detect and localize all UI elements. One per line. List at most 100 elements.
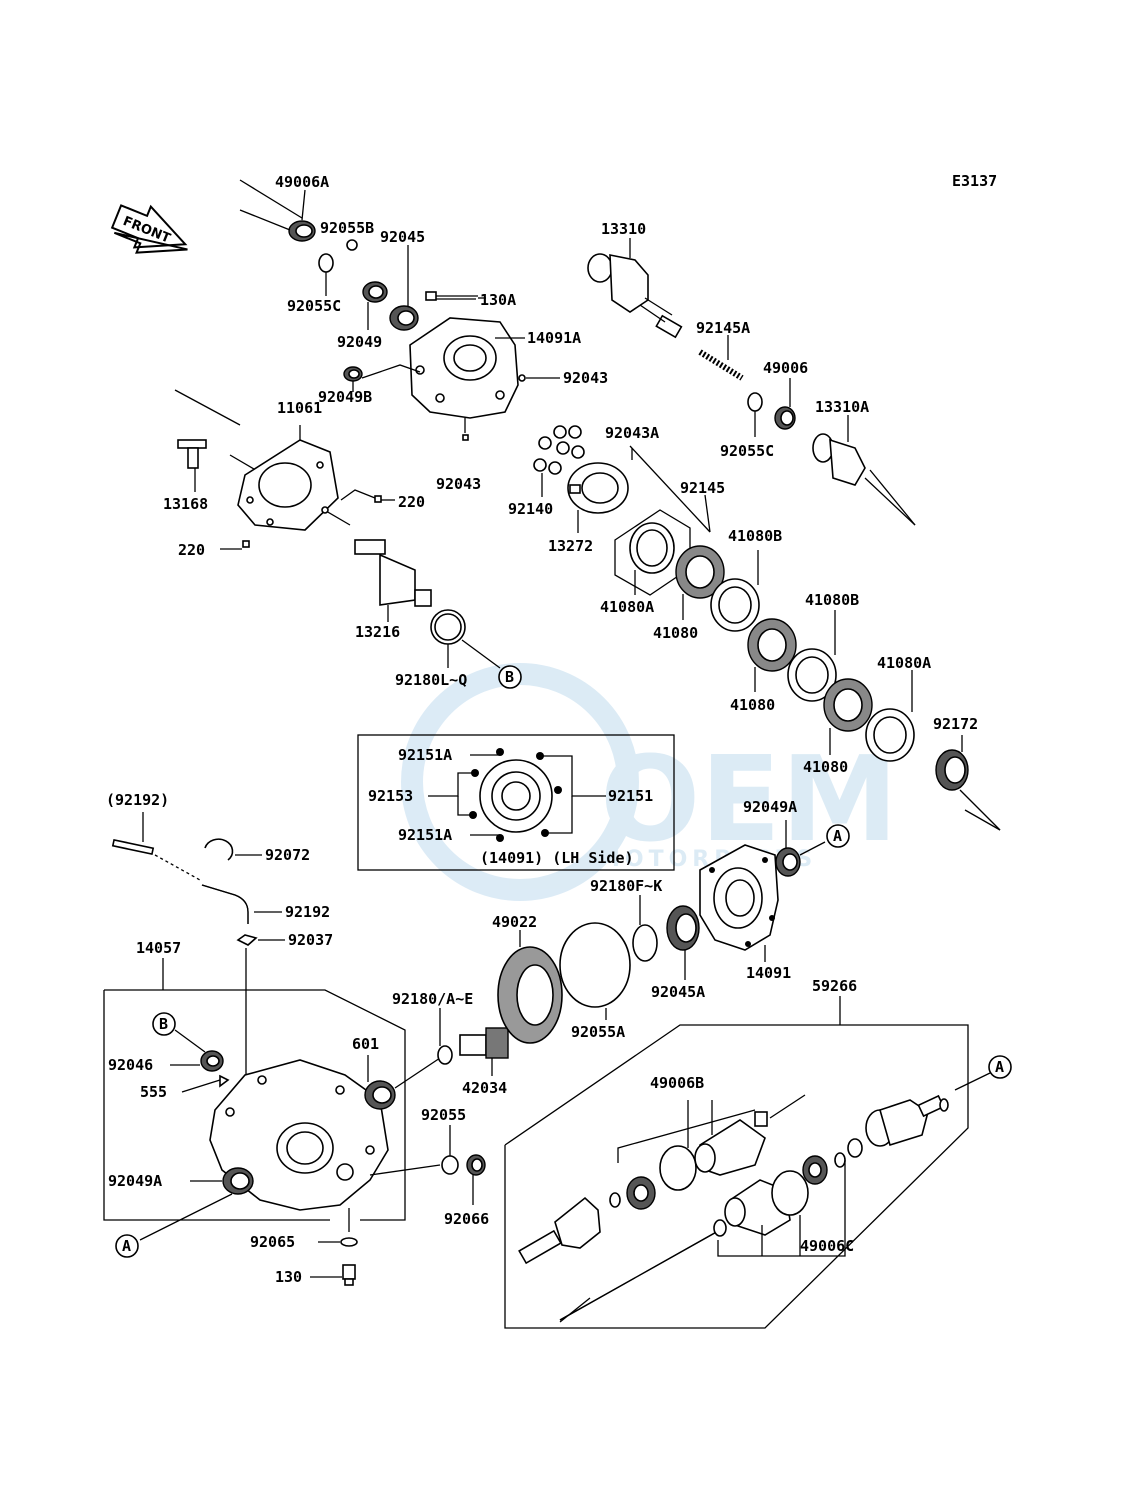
ref-mark-A-left: A <box>115 1234 139 1258</box>
label-92049B: 92049B <box>318 388 372 406</box>
label-220-right: 220 <box>398 493 425 511</box>
label-92072: 92072 <box>265 846 310 864</box>
pin-555 <box>219 1074 230 1088</box>
label-220-left: 220 <box>178 541 205 559</box>
label-13272: 13272 <box>548 537 593 555</box>
seal-92049B <box>343 366 363 382</box>
dowel-92043-bottom <box>462 434 469 441</box>
seal-92049A-right <box>775 847 801 877</box>
label-13310: 13310 <box>601 220 646 238</box>
dowel-220-left <box>242 540 250 548</box>
spring-92145A <box>698 349 744 381</box>
bearing-92045A <box>666 905 700 951</box>
label-92049A-right: 92049A <box>743 798 797 816</box>
lh-side-caption: (14091) (LH Side) <box>480 849 634 867</box>
label-92172: 92172 <box>933 715 978 733</box>
watermark-brand: OEM <box>600 730 898 868</box>
plate-41080A-2 <box>865 708 915 762</box>
svg-text:B: B <box>505 668 514 686</box>
ringgear-49022 <box>497 946 563 1044</box>
shim-92180AE <box>437 1045 453 1065</box>
label-49006A: 49006A <box>275 173 329 191</box>
label-92151A-bottom: 92151A <box>398 826 452 844</box>
band-49006B-2 <box>754 1111 768 1127</box>
cvjoint-inner <box>865 1094 945 1147</box>
shaft-13168 <box>177 439 207 469</box>
group-box-14057 <box>104 989 406 1221</box>
label-92055B: 92055B <box>320 219 374 237</box>
balls-92140 <box>533 425 585 475</box>
bearing-92045 <box>389 305 419 331</box>
disc-41080-2 <box>747 618 797 672</box>
label-92180FK: 92180F~K <box>590 877 662 895</box>
label-49006: 49006 <box>763 359 808 377</box>
seal-92172 <box>935 749 969 791</box>
label-92043A: 92043A <box>605 424 659 442</box>
clamp-92037 <box>236 934 258 946</box>
label-49006C: 49006C <box>800 1237 854 1255</box>
cage-bearing <box>626 1176 656 1210</box>
label-92151A-top: 92151A <box>398 746 452 764</box>
oring-92055A <box>559 922 631 1008</box>
label-11061: 11061 <box>277 399 322 417</box>
ref-mark-B-top: B <box>498 665 522 689</box>
band-49006B-1 <box>659 1145 697 1191</box>
plate-41080B-1 <box>710 578 760 632</box>
label-92145: 92145 <box>680 479 725 497</box>
dowel-220-right <box>374 495 382 503</box>
label-92046: 92046 <box>108 1056 153 1074</box>
label-92055C: 92055C <box>720 442 774 460</box>
washer-92065 <box>340 1237 358 1247</box>
front-arrow-icon: FRONT <box>110 204 188 254</box>
svg-text:B: B <box>159 1015 168 1033</box>
label-14091: 14091 <box>746 964 791 982</box>
label-42034: 42034 <box>462 1079 507 1097</box>
clip-inner <box>609 1192 621 1208</box>
bolt-130 <box>342 1264 356 1286</box>
label-92049A-left: 92049A <box>108 1172 162 1190</box>
oring-92055 <box>441 1155 459 1175</box>
label-41080-1: 41080 <box>653 624 698 642</box>
label-92045A: 92045A <box>651 983 705 1001</box>
label-92055C-top: 92055C <box>287 297 341 315</box>
plate-41080B-2 <box>787 648 837 702</box>
case-14057 <box>209 1059 389 1211</box>
cover-14091 <box>699 844 779 951</box>
pipe-92192 <box>201 884 249 924</box>
label-92192-paren: (92192) <box>106 791 169 809</box>
label-41080B-1: 41080B <box>728 527 782 545</box>
label-14091A: 14091A <box>527 329 581 347</box>
disc-41080-3 <box>823 678 873 732</box>
label-92043-bottom: 92043 <box>436 475 481 493</box>
bolt-130A <box>425 291 478 301</box>
ref-mark-A-right: A <box>988 1055 1012 1079</box>
gasket-11061 <box>237 439 339 531</box>
label-92055: 92055 <box>421 1106 466 1124</box>
watermark: OEM MOTORPARTS <box>401 663 898 901</box>
label-601: 601 <box>352 1035 379 1053</box>
label-92043-right: 92043 <box>563 369 608 387</box>
oring-92055C-top <box>318 253 334 273</box>
label-41080-3: 41080 <box>803 758 848 776</box>
cvjoint-outer <box>518 1196 601 1265</box>
svg-text:A: A <box>995 1058 1004 1076</box>
tripod-joint <box>802 1155 828 1185</box>
label-59266: 59266 <box>812 977 857 995</box>
gear-42034 <box>459 1027 509 1059</box>
snapring-tripod <box>847 1138 863 1158</box>
bearing-92049A-left <box>222 1167 254 1195</box>
label-92153: 92153 <box>368 787 413 805</box>
bearing-49006A <box>288 220 316 242</box>
label-92145A: 92145A <box>696 319 750 337</box>
label-92049: 92049 <box>337 333 382 351</box>
label-92140: 92140 <box>508 500 553 518</box>
label-92151: 92151 <box>608 787 653 805</box>
label-41080B-2: 41080B <box>805 591 859 609</box>
dowel-92043-right <box>518 374 526 382</box>
clip-outer <box>939 1098 949 1112</box>
label-92045: 92045 <box>380 228 425 246</box>
label-130A: 130A <box>480 291 516 309</box>
label-13216: 13216 <box>355 623 400 641</box>
label-14057: 14057 <box>136 939 181 957</box>
